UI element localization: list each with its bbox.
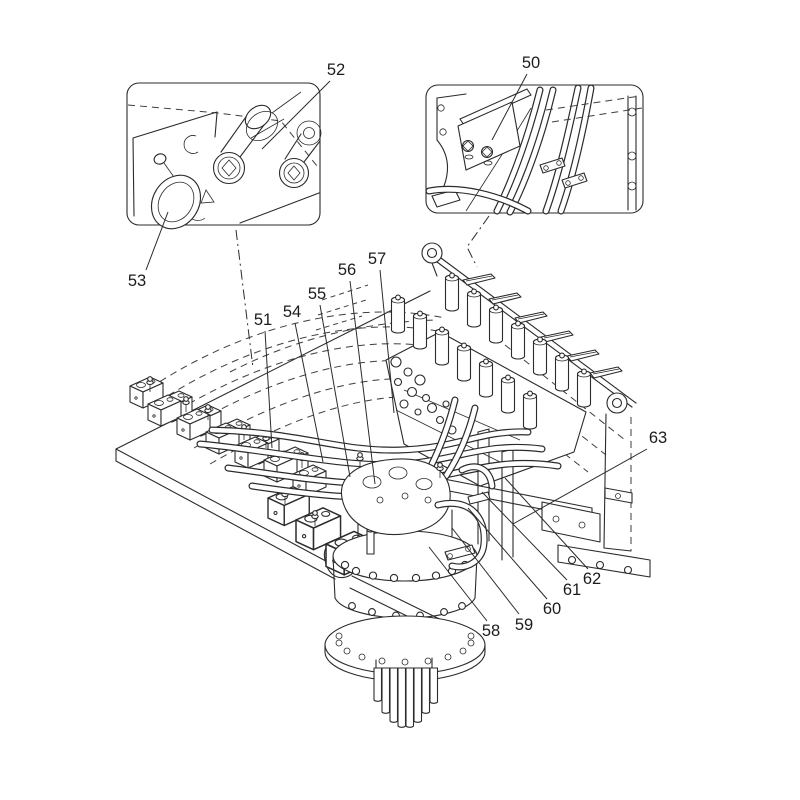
lifting-eye [421,242,443,277]
part-label-57: 57 [368,250,386,268]
part-label-52: 52 [327,61,345,79]
clamp-bar [457,88,532,171]
leader-51 [264,330,273,449]
lifting-eye [606,392,628,414]
main-assembly [115,242,651,728]
part-label-55: 55 [308,285,326,303]
part-label-53: 53 [128,272,146,290]
inset-link-right [466,215,490,268]
part-label-61: 61 [563,581,581,599]
leader-55 [319,304,351,478]
detail-inset-50 [425,84,644,216]
part-label-59: 59 [515,616,533,634]
part-label-50: 50 [522,54,540,72]
motor-head [340,458,451,536]
splined-shaft [373,657,439,728]
elbow-hose [434,463,496,571]
solenoid-cluster [390,356,457,435]
inset-link-left [235,229,254,369]
mounting-rail [421,242,637,552]
leader-57 [379,269,395,414]
part-label-56: 56 [338,261,356,279]
detail-inset-52-53 [126,82,322,230]
leader-52 [261,80,331,150]
leader-50 [491,73,528,141]
o-ring [150,174,202,230]
flange-bolt-holes [335,632,475,666]
part-label-54: 54 [283,303,301,321]
leader-54 [294,322,324,463]
swing-motor [324,452,486,728]
leader-56 [349,280,376,485]
frame-base [541,487,651,578]
leader-lines [145,73,648,622]
part-label-60: 60 [543,600,561,618]
part-label-51: 51 [254,311,272,329]
part-label-58: 58 [482,622,500,640]
part-label-63: 63 [649,429,667,447]
leader-60 [467,507,548,600]
leader-59 [451,527,520,615]
leader-62 [504,477,589,570]
valve-bank [385,272,592,487]
part-label-62: 62 [583,570,601,588]
socket-screw [212,104,272,185]
callout-labels: 50 51 52 53 54 55 56 57 58 59 60 61 62 6… [128,54,667,640]
leader-58 [428,546,488,622]
leader-53 [145,211,169,271]
leader-61 [481,491,568,581]
leader-63 [512,448,648,525]
